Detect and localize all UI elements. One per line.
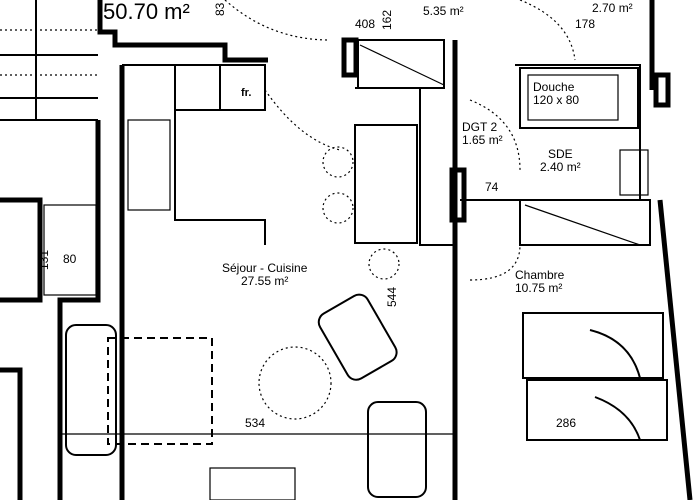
dimension-286: 286 xyxy=(556,416,577,430)
furniture xyxy=(43,146,455,500)
dimension-544: 544 xyxy=(385,286,399,307)
room-name: SDE xyxy=(548,147,573,161)
staircase xyxy=(0,0,98,121)
door-swings xyxy=(224,0,576,281)
dimension-178: 178 xyxy=(575,17,596,31)
total-area: 50.70 m² xyxy=(103,0,190,24)
fridge-label: fr. xyxy=(241,87,252,99)
room-dgt2: DGT 2 1.65 m² xyxy=(462,121,503,146)
dimension-162: 162 xyxy=(380,9,394,30)
room-area-5-35: 5.35 m² xyxy=(423,4,464,18)
dimension-408: 408 xyxy=(355,17,376,31)
room-name: DGT 2 xyxy=(462,120,498,134)
bath-length-label: 131 xyxy=(37,249,51,270)
room-area: 27.55 m² xyxy=(241,273,289,288)
room-name: Séjour - Cuisine xyxy=(222,261,308,275)
dimension-74: 74 xyxy=(485,180,499,194)
room-area: 1.65 m² xyxy=(462,132,503,147)
room-sde: SDE 2.40 m² xyxy=(540,148,581,173)
bath-width-label: 80 xyxy=(63,252,77,266)
shower-label: Douche 120 x 80 xyxy=(533,80,580,107)
room-chambre: Chambre 10.75 m² xyxy=(515,269,564,294)
room-name: Chambre xyxy=(515,268,565,282)
dimension-83: 83 xyxy=(213,2,227,16)
room-area: 10.75 m² xyxy=(515,280,563,295)
room-area-2-70: 2.70 m² xyxy=(592,1,633,15)
room-area: 2.40 m² xyxy=(540,159,581,174)
dimension-534: 534 xyxy=(245,416,266,430)
room-sejour-cuisine: Séjour - Cuisine 27.55 m² xyxy=(222,262,307,287)
